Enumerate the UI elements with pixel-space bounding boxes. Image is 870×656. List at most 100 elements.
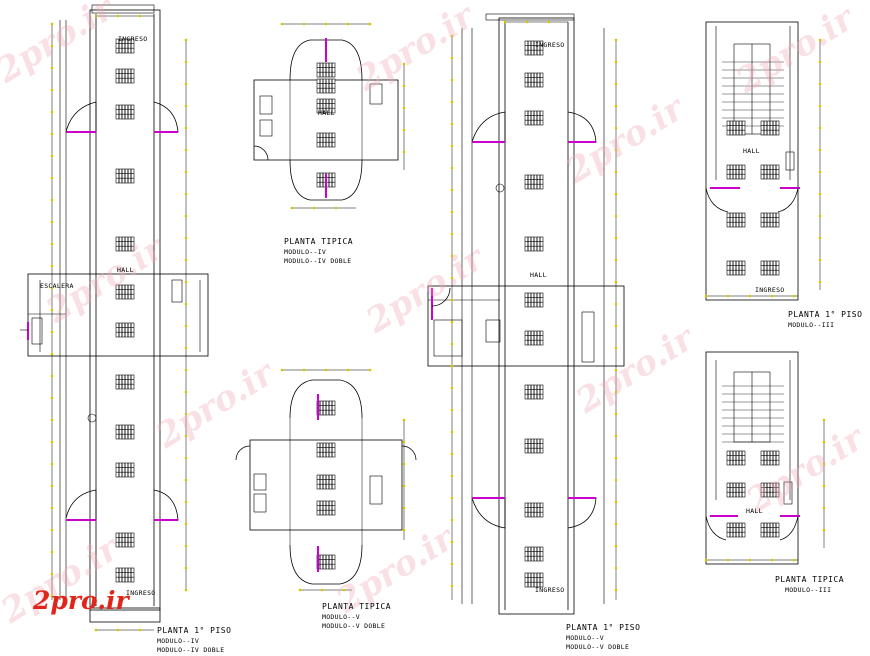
shaft-rect xyxy=(253,493,267,513)
title-m4-first-line1: PLANTA 1° PISO xyxy=(157,626,232,635)
dimension-tick xyxy=(748,558,752,562)
dimension-tick xyxy=(184,368,188,372)
hall-outline xyxy=(427,285,625,367)
hall-outline xyxy=(249,439,403,531)
dimension-tick xyxy=(50,550,54,554)
floor-tile-block xyxy=(524,72,544,88)
dimension-tick xyxy=(450,584,454,588)
dimension-tick xyxy=(298,588,302,592)
shaft-rect xyxy=(783,481,793,505)
floor-tile-block xyxy=(524,572,544,588)
dimension-tick xyxy=(450,452,454,456)
door-swing-arc xyxy=(253,145,269,161)
shaft-rect xyxy=(171,279,183,303)
building-outline xyxy=(498,17,575,615)
dimension-tick xyxy=(450,298,454,302)
dimension-tick xyxy=(822,528,826,532)
floor-tile-block xyxy=(316,474,336,490)
bay-outline xyxy=(65,101,97,133)
floor-tile-block xyxy=(726,522,746,538)
ingreso-label: INGRESO xyxy=(126,589,156,597)
floor-tile-block xyxy=(524,40,544,56)
dimension-tick xyxy=(450,562,454,566)
title-m3-first-line1: PLANTA 1° PISO xyxy=(788,310,863,319)
dimension-tick xyxy=(704,558,708,562)
bay-outline xyxy=(153,101,179,133)
dimension-tick xyxy=(184,126,188,130)
floor-tile-block xyxy=(524,438,544,454)
floor-tile-block xyxy=(115,532,135,548)
floor-tile-block xyxy=(316,442,336,458)
dimension-tick xyxy=(50,198,54,202)
dimension-tick xyxy=(184,38,188,42)
floor-tile-block xyxy=(115,322,135,338)
dimension-tick xyxy=(50,440,54,444)
shaft-rect xyxy=(259,119,273,137)
dimension-tick xyxy=(184,390,188,394)
dimension-tick xyxy=(614,588,618,592)
dimension-tick xyxy=(50,374,54,378)
dimension-tick xyxy=(770,558,774,562)
dimension-tick xyxy=(342,588,346,592)
hall-label: HALL xyxy=(117,266,134,274)
dimension-tick xyxy=(368,22,372,26)
floor-tile-block xyxy=(760,212,780,228)
dimension-tick xyxy=(614,500,618,504)
dimension-tick xyxy=(50,220,54,224)
dimension-tick xyxy=(614,412,618,416)
dimension-tick xyxy=(184,456,188,460)
building-base xyxy=(89,607,161,623)
dimension-tick xyxy=(402,128,406,132)
hall-label: HALL xyxy=(743,147,760,155)
top-cap xyxy=(91,4,155,14)
dimension-tick xyxy=(450,122,454,126)
floor-tile-block xyxy=(726,450,746,466)
dimension-tick xyxy=(726,558,730,562)
floor-tile-block xyxy=(316,132,336,148)
dimension-tick xyxy=(547,20,551,24)
dimension-tick xyxy=(184,170,188,174)
bay-outline xyxy=(777,187,799,213)
floor-tile-block xyxy=(760,522,780,538)
dimension-tick xyxy=(450,540,454,544)
floor-tile-block xyxy=(316,500,336,516)
dimension-tick xyxy=(324,22,328,26)
hall-label: HALL xyxy=(318,109,335,117)
dimension-tick xyxy=(184,302,188,306)
dimension-tick xyxy=(402,462,406,466)
upper-lobe xyxy=(289,379,363,419)
dimension-tick xyxy=(184,544,188,548)
dimension-tick xyxy=(818,170,822,174)
dimension-tick xyxy=(50,462,54,466)
dimension-tick xyxy=(50,110,54,114)
dimension-tick xyxy=(818,236,822,240)
dimension-tick xyxy=(402,506,406,510)
dimension-tick xyxy=(450,100,454,104)
section-marker xyxy=(495,183,505,193)
dimension-tick xyxy=(614,478,618,482)
dimension-tick xyxy=(614,522,618,526)
floor-tile-block xyxy=(316,400,336,416)
dimension-tick xyxy=(50,242,54,246)
dimension-tick xyxy=(726,294,730,298)
dimension-tick xyxy=(184,588,188,592)
dimension-tick xyxy=(614,148,618,152)
dimension-tick xyxy=(302,22,306,26)
shaft-rect xyxy=(369,83,383,105)
floor-tile-block xyxy=(115,168,135,184)
dimension-tick xyxy=(402,528,406,532)
dimension-tick xyxy=(138,14,142,18)
dimension-tick xyxy=(614,566,618,570)
dimension-tick xyxy=(184,522,188,526)
dimension-tick xyxy=(822,418,826,422)
dimension-tick xyxy=(450,166,454,170)
building-outline xyxy=(705,351,799,565)
dimension-tick xyxy=(346,22,350,26)
floor-tile-block xyxy=(524,502,544,518)
dimension-tick xyxy=(50,308,54,312)
dimension-tick xyxy=(614,104,618,108)
dimension-tick xyxy=(368,368,372,372)
dimension-tick xyxy=(50,528,54,532)
title-m5-typical-line2: MODULO--V xyxy=(322,613,360,621)
floor-tile-block xyxy=(316,78,336,94)
